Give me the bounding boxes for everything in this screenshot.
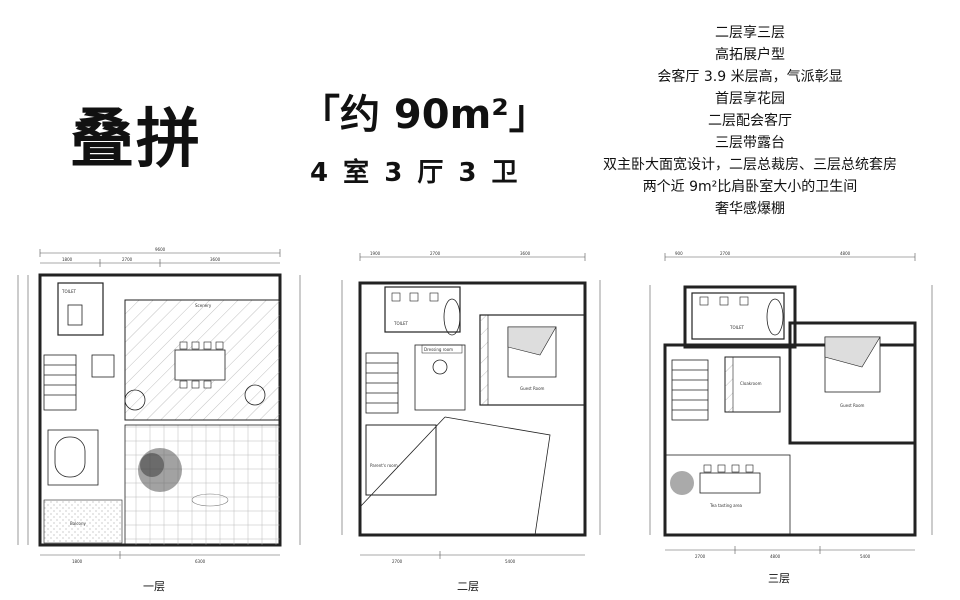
floor-label-1: 一层	[143, 580, 165, 593]
rooms-title: 4 室 3 厅 3 卫	[310, 158, 521, 188]
feature-item: 二层享三层	[715, 25, 785, 41]
feature-item: 首层享花园	[715, 91, 785, 107]
dim-label: 2700	[720, 251, 731, 256]
dim-label: 6300	[195, 559, 206, 564]
floor-plan-1: 9600 1800 2700 3600 1800 6300 TOILET S	[10, 245, 310, 575]
room-label: Scenery	[195, 303, 212, 308]
dim-label: 5400	[860, 554, 871, 559]
room-label: TOILET	[61, 289, 77, 294]
room-label: Tea tasting area	[709, 503, 743, 508]
room-label: Parent's room	[370, 463, 398, 468]
dim-label: 2700	[122, 257, 133, 262]
floor-label-3: 三层	[768, 572, 790, 585]
floor-plan-3: 900 2700 4800 2700 4800 5400 TOILET Cloa…	[640, 245, 950, 575]
room-label: TOILET	[729, 325, 745, 330]
dim-label: 5400	[505, 559, 516, 564]
feature-item: 奢华感爆棚	[715, 201, 785, 217]
dim-label: 1900	[370, 251, 381, 256]
feature-item: 会客厅 3.9 米层高，气派彰显	[657, 69, 843, 85]
dim-label: 3600	[210, 257, 221, 262]
feature-item: 两个近 9m²比肩卧室大小的卫生间	[642, 179, 858, 195]
room-label: Guest Room	[520, 386, 545, 391]
floor-plan-3-drawing: 900 2700 4800 2700 4800 5400 TOILET Cloa…	[649, 251, 933, 559]
room-label: Cloakroom	[740, 381, 762, 386]
dim-label: 1800	[72, 559, 83, 564]
room-label: TOILET	[393, 321, 409, 326]
dim-label: 4800	[840, 251, 851, 256]
feature-item: 二层配会客厅	[708, 113, 792, 129]
room-label: Dressing room	[424, 347, 453, 352]
dim-label: 3600	[520, 251, 531, 256]
dim-label: 9600	[155, 247, 166, 252]
room-label: Balcony	[70, 521, 86, 526]
dim-label: 900	[675, 251, 683, 256]
floor-label-2: 二层	[457, 580, 479, 593]
room-label: Guest Room	[840, 403, 865, 408]
floor-plan-2-drawing: 1900 2700 3600 2700 5400 TOILET Guest	[341, 251, 601, 564]
area-title: 「约 90m²」	[300, 92, 549, 138]
dim-label: 4800	[770, 554, 781, 559]
floor-plan-2: 1900 2700 3600 2700 5400 TOILET Guest	[330, 245, 620, 575]
type-title: 叠拼	[70, 103, 202, 177]
dim-label: 2700	[392, 559, 403, 564]
dim-label: 2700	[695, 554, 706, 559]
feature-list: 二层享三层 高拓展户型 会客厅 3.9 米层高，气派彰显 首层享花园 二层配会客…	[560, 22, 940, 220]
feature-item: 三层带露台	[715, 135, 785, 151]
dim-label: 2700	[430, 251, 441, 256]
dim-label: 1800	[62, 257, 73, 262]
feature-item: 双主卧大面宽设计，二层总裁房、三层总统套房	[603, 157, 897, 173]
feature-item: 高拓展户型	[715, 47, 785, 63]
floor-plan-1-drawing: 9600 1800 2700 3600 1800 6300 TOILET S	[17, 247, 301, 564]
